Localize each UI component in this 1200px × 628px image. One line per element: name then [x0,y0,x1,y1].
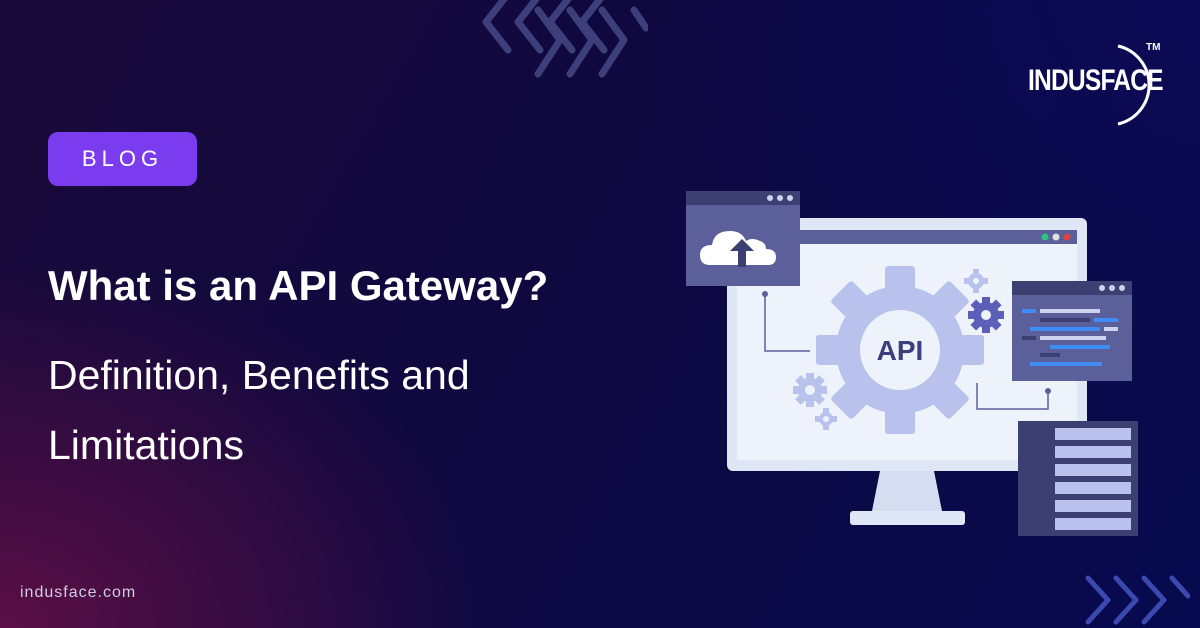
gear-api-label: API [877,335,924,366]
logo-arc-icon [1117,44,1151,126]
cloud-upload-icon [700,231,776,267]
gear-icon [964,269,988,293]
server-rack-icon [1018,421,1138,536]
page-subtitle: Definition, Benefits and Limitations [48,352,470,468]
brand-name: INDUSFACE [1028,64,1164,97]
gear-icon [793,373,827,407]
gear-icon [815,408,837,430]
site-url: indusface.com [20,584,137,601]
gear-icon [968,297,1004,333]
blog-badge: BLOG [48,132,197,186]
trademark-mark: TM [1146,42,1161,53]
page-title: What is an API Gateway? [48,262,549,309]
gear-icon: API [816,266,984,434]
code-window [1012,281,1132,381]
chevron-pattern-icon [482,0,648,78]
cloud-window [686,191,800,286]
api-gateway-illustration: API [686,191,1138,536]
chevron-pattern-icon [1085,575,1190,625]
brand-logo: INDUSFACE TM [1028,40,1164,130]
